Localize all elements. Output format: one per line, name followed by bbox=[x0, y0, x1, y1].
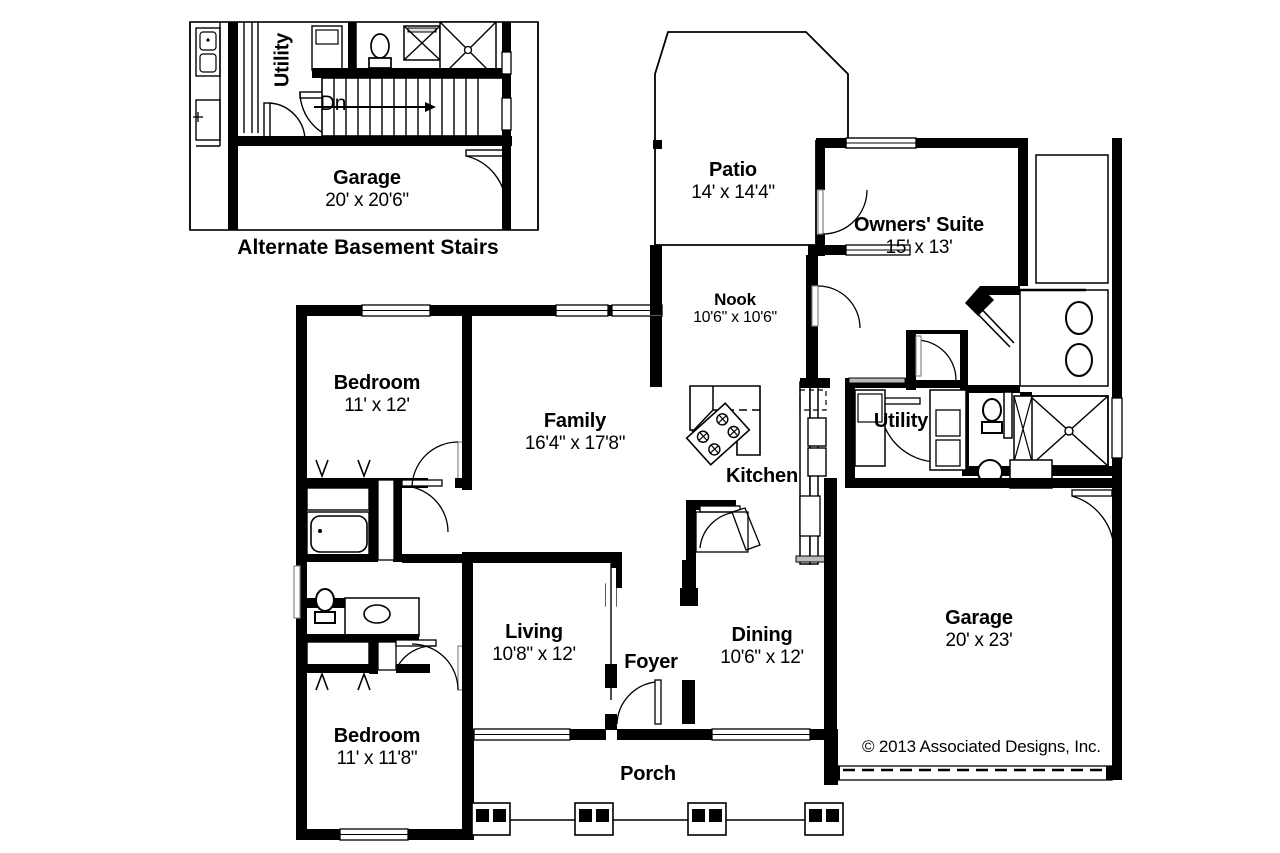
owners-suite-door bbox=[965, 286, 1020, 348]
foyer-walls bbox=[605, 568, 695, 730]
hall-bath bbox=[906, 330, 968, 388]
bedroom-1-bath bbox=[306, 436, 472, 562]
porch-column-1 bbox=[471, 802, 511, 836]
inset-utility-fixtures bbox=[243, 22, 259, 133]
hall-middle bbox=[293, 554, 462, 622]
owners-suite-walls bbox=[808, 137, 1122, 488]
bedroom-2-south-wall bbox=[296, 740, 474, 841]
copyright-notice: © 2013 Associated Designs, Inc. bbox=[862, 737, 1101, 756]
inset-caption: Alternate Basement Stairs bbox=[237, 236, 499, 259]
owners-closet bbox=[1035, 154, 1109, 284]
inset-stairs bbox=[314, 77, 509, 137]
front-wall bbox=[462, 728, 838, 785]
inset-garage bbox=[228, 146, 511, 230]
inset-top-fixtures bbox=[311, 25, 343, 71]
bedroom-2-bath bbox=[306, 588, 472, 696]
porch-column-3 bbox=[687, 802, 727, 836]
living-room-walls bbox=[462, 552, 622, 740]
porch-column-2 bbox=[574, 802, 614, 836]
kitchen-counters bbox=[685, 385, 761, 606]
inset-toilet-icon bbox=[368, 33, 392, 69]
porch-outline bbox=[462, 740, 844, 838]
porch-column-4 bbox=[804, 802, 844, 836]
nook-walls bbox=[650, 245, 861, 387]
inset-left-fixtures bbox=[189, 22, 221, 230]
kitchen-wall-right bbox=[795, 378, 830, 565]
family-stub-walls bbox=[680, 588, 694, 606]
inset-alternate-basement-stairs bbox=[189, 21, 539, 231]
garage-walls bbox=[824, 478, 1122, 781]
master-vanity bbox=[1019, 288, 1109, 387]
main-floor-plan bbox=[293, 31, 1123, 841]
